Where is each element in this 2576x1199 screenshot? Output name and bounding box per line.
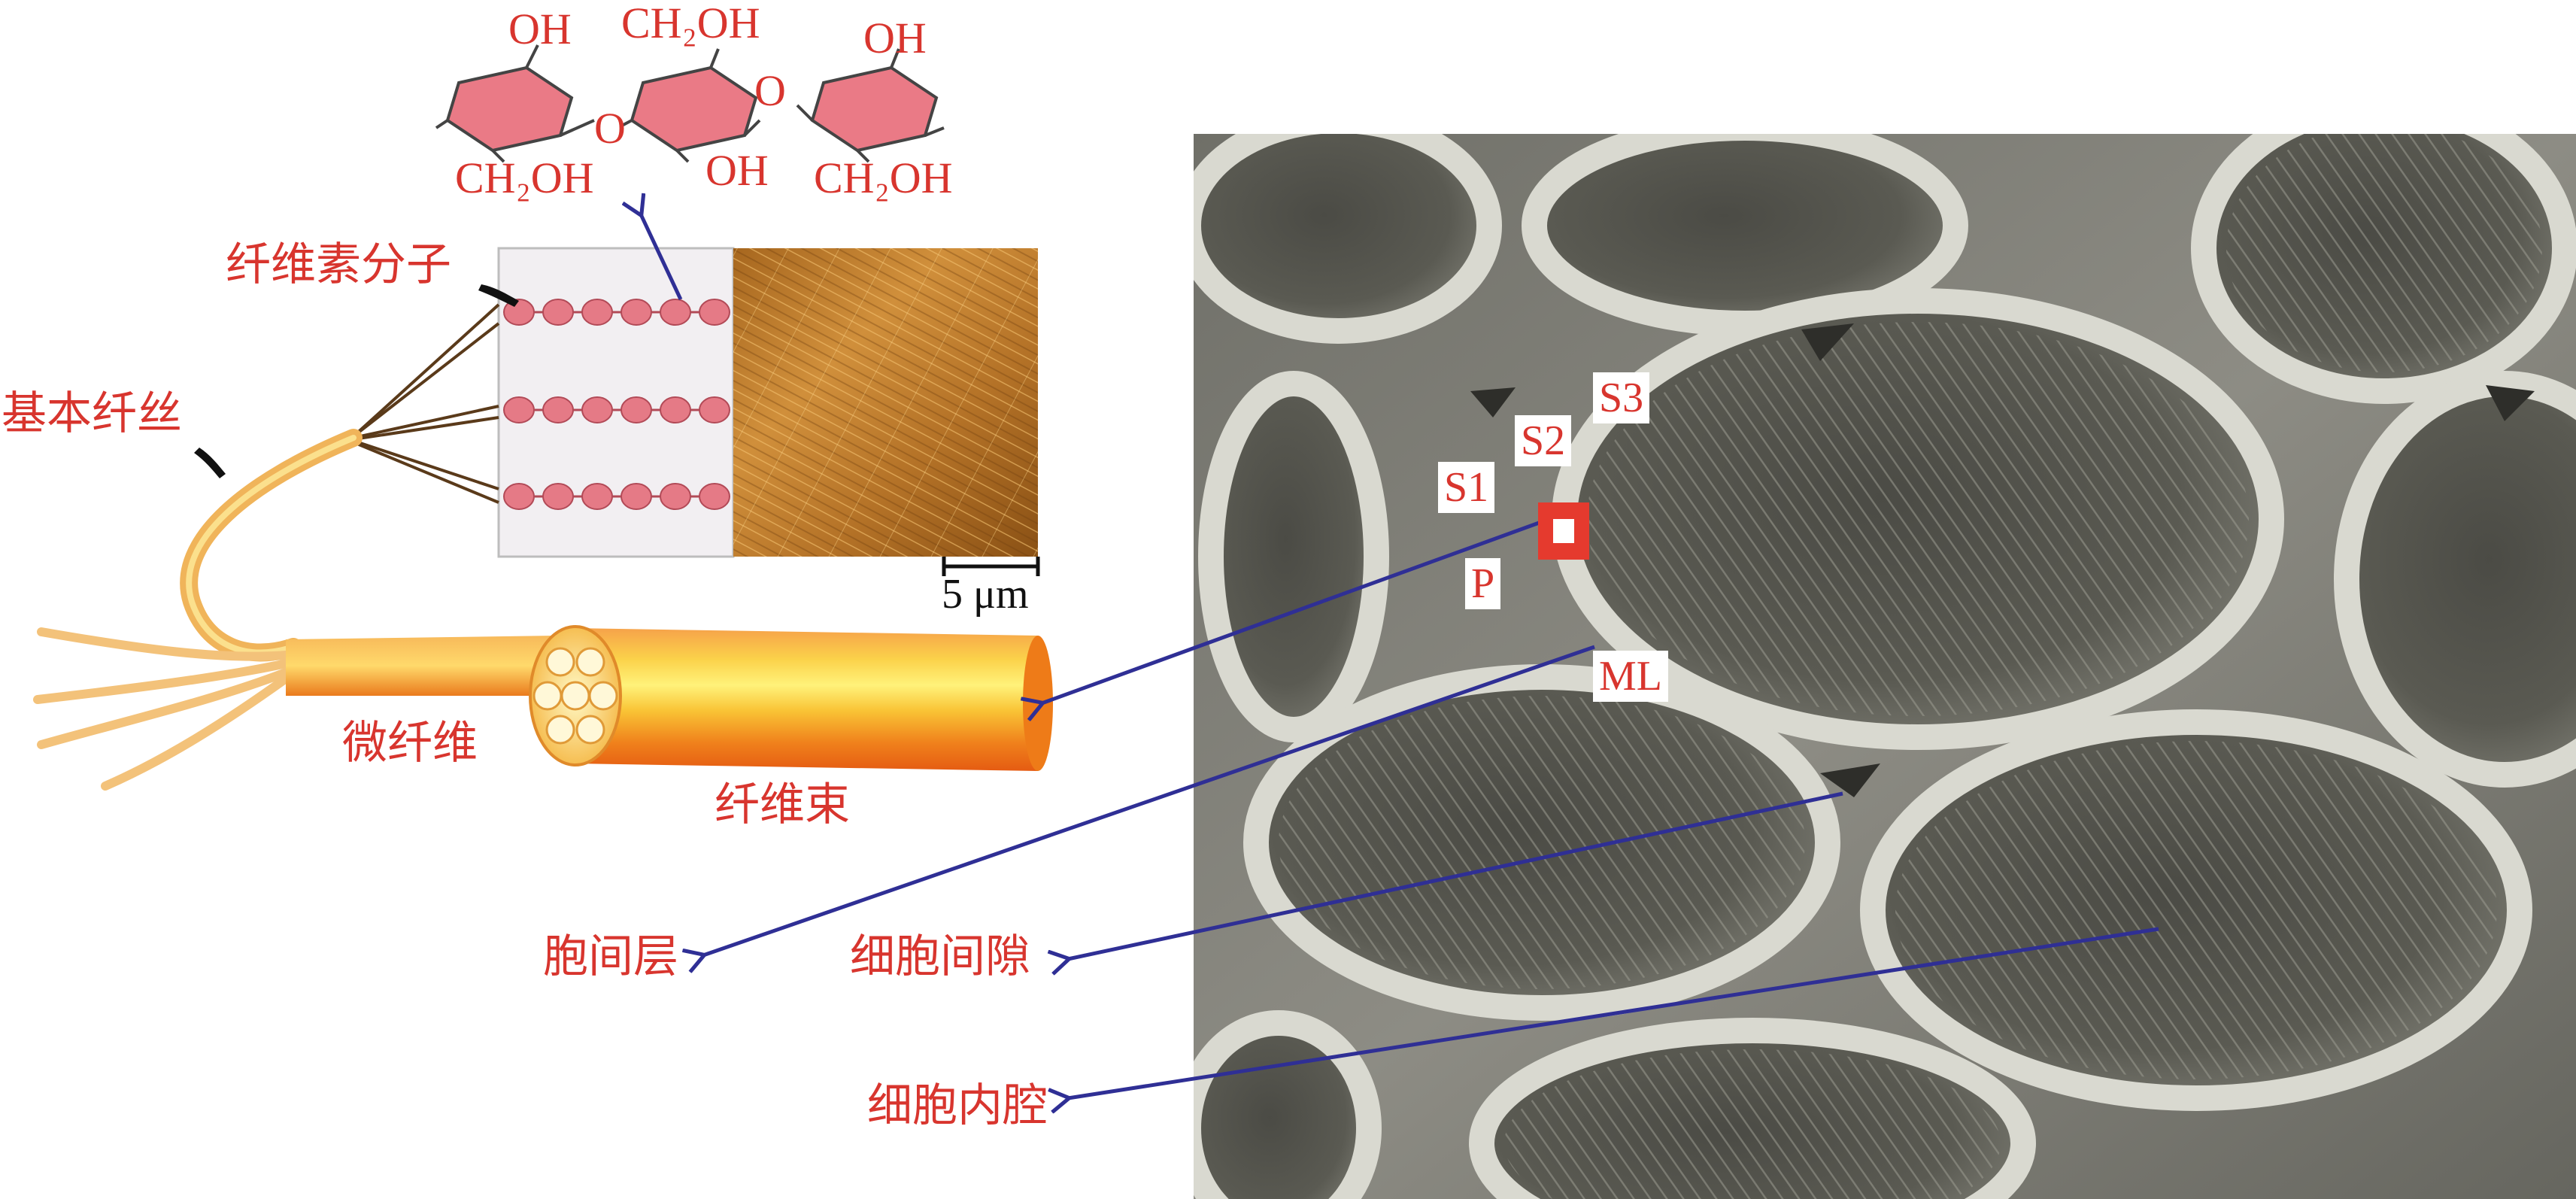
molecule-ring: [542, 299, 574, 326]
glucose-ring-2: [630, 65, 758, 153]
molecule-ring: [620, 483, 652, 510]
label-middle-lamella: 胞间层: [543, 930, 678, 983]
formula-ch2oh-left: CH₂OH: [455, 153, 594, 202]
formula-bridge-o-1: O: [594, 104, 626, 153]
intercellular-gaps: [1470, 323, 2535, 797]
molecule-ring: [542, 396, 574, 423]
molecule-ring: [699, 299, 730, 326]
scale-bar: [942, 557, 1040, 576]
scale-bar-label: 5 μm: [942, 571, 1029, 618]
label-cellulose-molecule: 纤维素分子: [226, 238, 451, 291]
tag-ml: ML: [1593, 651, 1668, 702]
formula-oh-bottom: OH: [705, 146, 769, 195]
label-cell-lumen: 细胞内腔: [867, 1079, 1048, 1132]
arrow-middle-lamella: [703, 645, 1595, 955]
arrow-intercellular-space: [1068, 791, 1843, 959]
fiber-bundle: [529, 625, 1053, 771]
molecule-ring: [581, 396, 613, 423]
wood-micrograph: [733, 248, 1038, 557]
label-fiber-bundle: 纤维束: [715, 779, 850, 831]
pointer-mark-molecule: [478, 284, 519, 307]
label-intercellular-space: 细胞间隙: [850, 930, 1030, 983]
molecule-ring: [699, 483, 730, 510]
tag-p: P: [1465, 558, 1501, 609]
formula-oh-2: OH: [863, 14, 927, 62]
tag-s3: S3: [1593, 372, 1650, 423]
molecule-ring: [620, 299, 652, 326]
glucose-ring-1: [445, 65, 574, 153]
arrow-to-formula: [641, 214, 683, 301]
arrow-to-fiber-bundle: [1042, 517, 1550, 703]
tag-s1: S1: [1438, 462, 1495, 513]
pointer-mark-fibril: [194, 448, 226, 478]
fibril-lines: [352, 303, 500, 504]
cell-lumen-right: [2334, 371, 2576, 788]
formula-oh-1: OH: [508, 5, 572, 53]
molecule-ring: [660, 299, 691, 326]
formula-bridge-o-2: O: [754, 66, 786, 115]
formula-ch2oh-right: CH₂OH: [814, 153, 953, 202]
label-elementary-fibril: 基本纤丝: [2, 387, 182, 440]
glucose-ring-3: [810, 65, 939, 153]
cellulose-formula: [435, 44, 945, 163]
molecule-ring: [699, 396, 730, 423]
molecule-ring: [542, 483, 574, 510]
molecule-ring: [620, 396, 652, 423]
tag-s2: S2: [1515, 415, 1572, 466]
cell-lumen-left: [1198, 371, 1389, 742]
cell-lumen-bottom-left: [1194, 1010, 1382, 1199]
sem-micrograph: [1194, 134, 2576, 1199]
annotation-arrows: [641, 214, 2159, 1098]
cell-lumen-top-left: [1194, 134, 1502, 344]
arrow-cell-lumen: [1068, 927, 2159, 1098]
molecule-ring: [581, 483, 613, 510]
molecule-ring: [581, 299, 613, 326]
molecule-panel: [497, 247, 735, 558]
molecule-ring: [503, 396, 535, 423]
molecule-ring: [660, 483, 691, 510]
molecule-ring: [503, 483, 535, 510]
molecule-ring: [660, 396, 691, 423]
label-microfibril: 微纤维: [342, 717, 478, 769]
formula-ch2oh-top: CH₂OH: [621, 0, 760, 47]
wall-sample-marker: [1538, 502, 1589, 560]
microfibril: [33, 429, 557, 791]
